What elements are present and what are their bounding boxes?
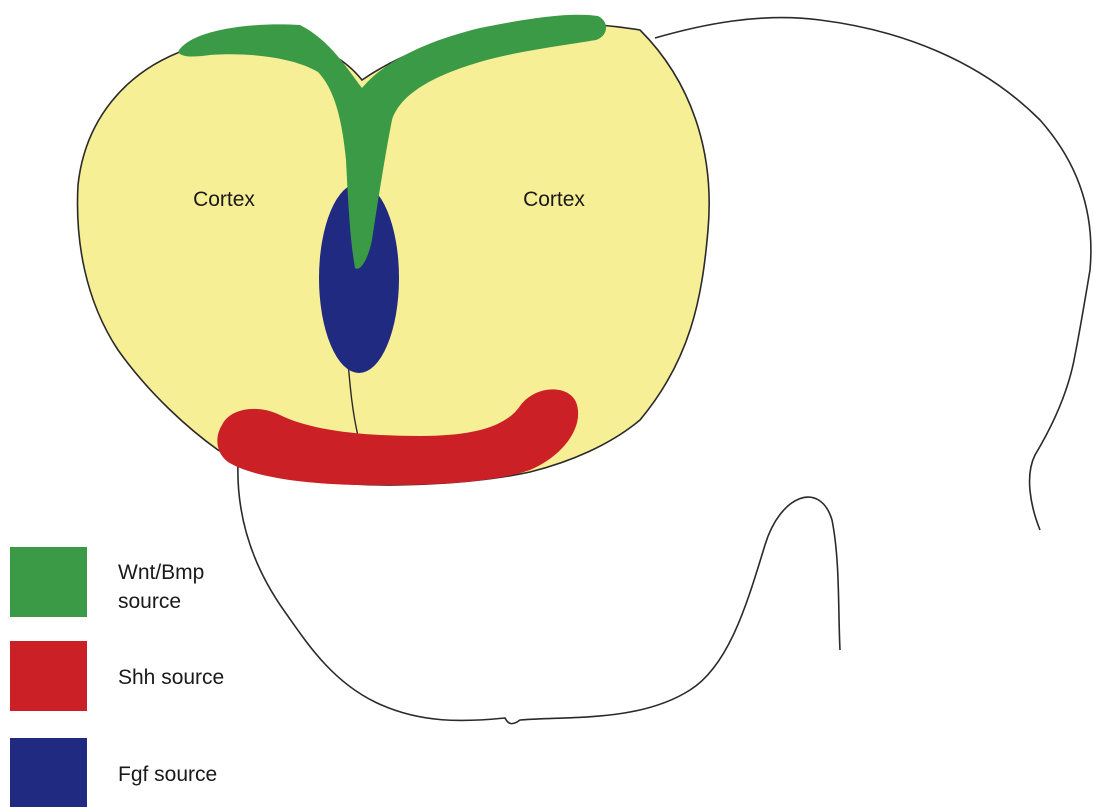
legend-label-fgf: Fgf source: [118, 763, 217, 786]
legend-swatch-wnt-bmp: [10, 547, 87, 617]
legend: Wnt/Bmp source Shh source Fgf source: [10, 547, 224, 807]
legend-label-wnt-bmp-line1: Wnt/Bmp: [118, 561, 204, 584]
cortex-left-label: Cortex: [193, 188, 255, 211]
legend-item-wnt-bmp: Wnt/Bmp source: [10, 547, 204, 617]
legend-label-wnt-bmp-line2: source: [118, 590, 181, 613]
legend-swatch-fgf: [10, 738, 87, 807]
head-outline: [655, 18, 1091, 530]
legend-item-shh: Shh source: [10, 641, 224, 711]
legend-item-fgf: Fgf source: [10, 738, 217, 807]
legend-swatch-shh: [10, 641, 87, 711]
cortex-right-label: Cortex: [523, 188, 585, 211]
lower-outline: [238, 462, 840, 724]
legend-label-shh: Shh source: [118, 666, 224, 689]
